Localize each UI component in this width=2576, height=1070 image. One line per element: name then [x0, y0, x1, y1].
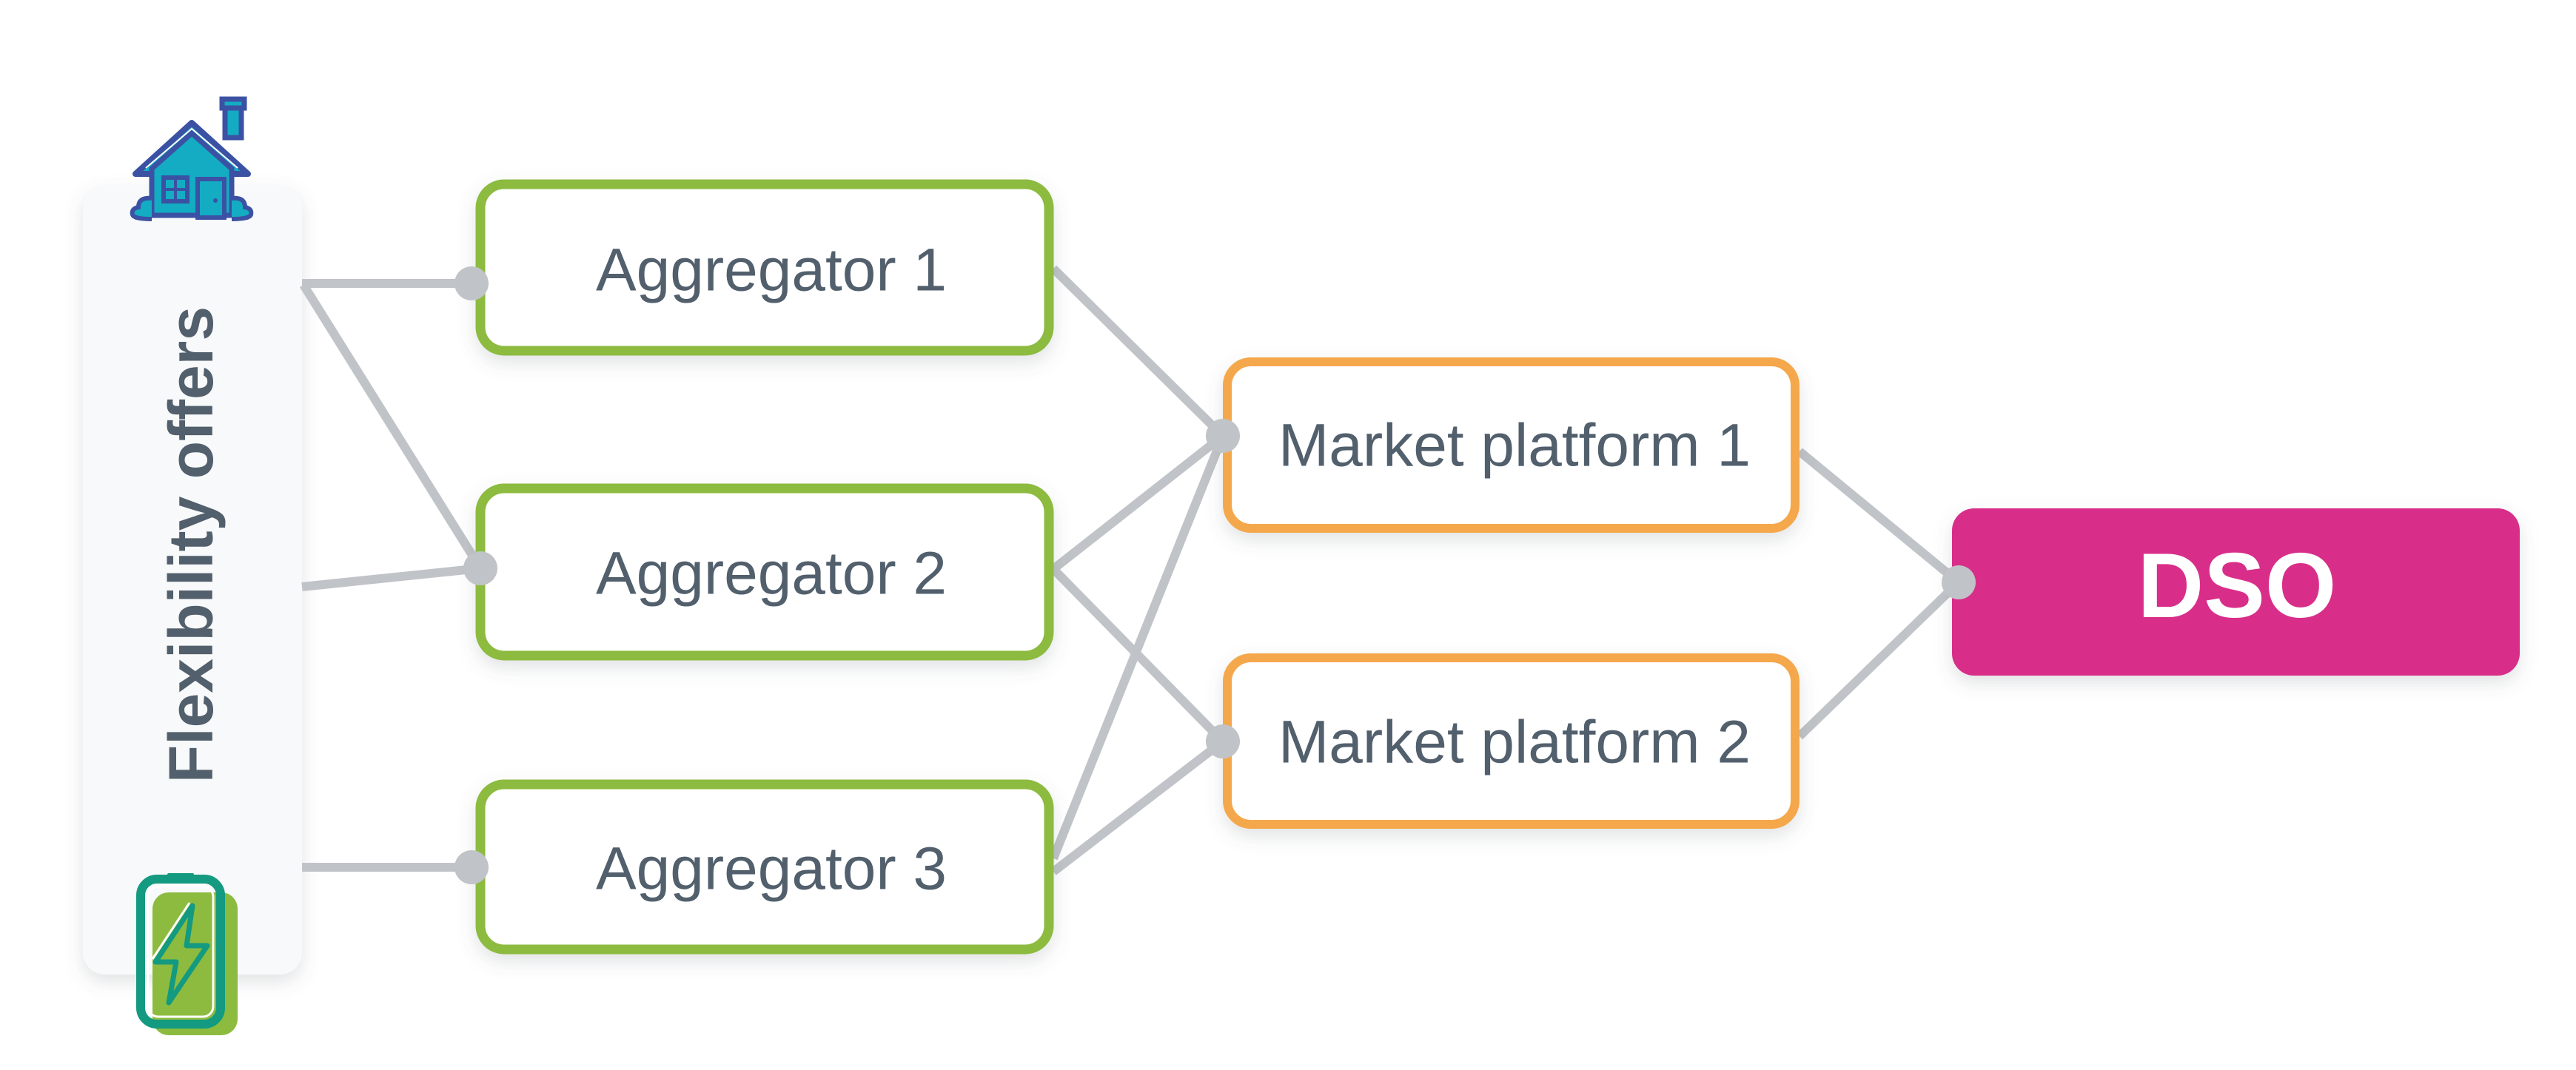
- aggregator-1-label: Aggregator 1: [596, 237, 947, 304]
- connection-dots: [455, 266, 1976, 884]
- dot-dso-in: [1942, 565, 1976, 599]
- dot-mp2-in: [1206, 724, 1240, 758]
- flexibility-offers-panel: [83, 185, 302, 975]
- edge-source-agg2-bottom: [301, 564, 481, 591]
- edge-agg3-mp2: [1050, 738, 1226, 875]
- dot-mp1-in: [1206, 419, 1240, 453]
- dso-label: DSO: [2138, 535, 2337, 637]
- edge-mp2-dso: [1796, 579, 1962, 740]
- edge-agg2-mp1: [1050, 432, 1226, 573]
- dot-agg2-in: [463, 551, 497, 585]
- dso-node[interactable]: [1952, 508, 2520, 676]
- edge-agg1-mp1: [1050, 265, 1227, 440]
- house-icon: [130, 96, 254, 221]
- edge-mp1-dso: [1797, 448, 1962, 586]
- flexibility-offers-label: Flexibility offers: [156, 306, 226, 783]
- battery-icon: [136, 873, 238, 1035]
- aggregator-2-label: Aggregator 2: [596, 540, 947, 608]
- market-platform-2-label: Market platform 2: [1278, 709, 1751, 776]
- aggregator-3-label: Aggregator 3: [596, 835, 947, 903]
- connectors: [299, 265, 1962, 875]
- edge-source-agg2-top: [299, 282, 485, 571]
- edge-agg3-mp1: [1049, 434, 1227, 861]
- dot-agg1-in: [455, 266, 489, 300]
- aggregator-node[interactable]: [475, 179, 1054, 356]
- dot-agg3-in: [455, 850, 489, 884]
- market-platform-1-label: Market platform 1: [1278, 412, 1751, 480]
